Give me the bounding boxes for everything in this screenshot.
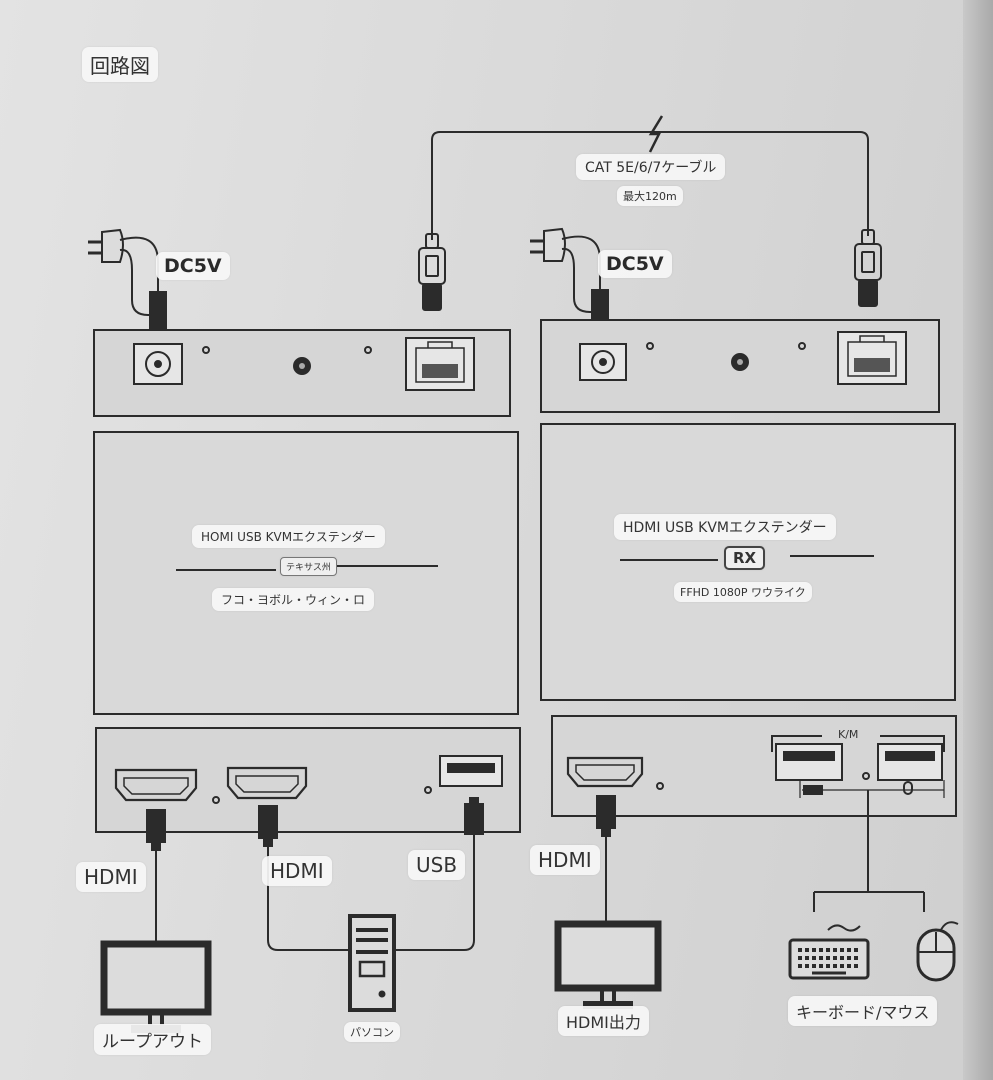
computer-icon <box>348 914 396 1012</box>
tx-power-label: DC5V <box>156 252 230 280</box>
keyboard-icon <box>803 785 823 795</box>
tx-hdmi-out-label: HDMI <box>76 862 146 892</box>
cable-max-length: 最大120m <box>617 186 683 206</box>
hdmi-port <box>566 756 644 788</box>
cat-cable <box>431 131 869 240</box>
power-adapter-icon <box>530 227 609 337</box>
rx-product-name: HDMI USB KVMエクステンダー <box>614 514 836 540</box>
tx-usb-label: USB <box>408 850 466 880</box>
dc-jack <box>133 343 183 385</box>
usb-port <box>439 755 503 787</box>
keyboard-icon <box>788 924 870 980</box>
mouse-icon <box>903 781 913 795</box>
usb-port <box>877 743 943 781</box>
monitor-icon <box>554 920 662 1009</box>
lightning-icon <box>648 115 664 153</box>
computer-label: パソコン <box>344 1022 400 1042</box>
power-adapter-icon <box>88 228 167 339</box>
rj45-port <box>837 331 907 385</box>
tx-hdmi-in-label: HDMI <box>262 856 332 886</box>
tx-tag: テキサス州 <box>280 557 337 576</box>
rx-power-label: DC5V <box>598 250 672 278</box>
km-label: K/M <box>838 728 859 741</box>
rx-hdmi-label: HDMI <box>530 845 600 875</box>
mouse-icon <box>916 921 959 982</box>
rj45-plug-icon <box>854 229 882 307</box>
usb-port <box>775 743 843 781</box>
loopout-label: ループアウト <box>94 1024 211 1055</box>
cable-label: CAT 5E/6/7ケーブル <box>576 154 726 180</box>
page-title: 回路図 <box>82 47 158 82</box>
hdmi-port <box>226 766 308 800</box>
tx-product-name: HOMI USB KVMエクステンダー <box>192 525 385 548</box>
hdmi-output-label: HDMI出力 <box>558 1006 649 1036</box>
km-bracket <box>771 735 945 752</box>
keyboard-mouse-label: キーボード/マウス <box>788 996 938 1026</box>
rj45-port <box>405 337 475 391</box>
rj45-plug-icon <box>418 233 446 311</box>
rx-subtitle: FFHD 1080P ワウライク <box>674 582 812 602</box>
hdmi-port <box>114 768 198 802</box>
tx-subtitle: フコ・ヨボル・ウィン・ロ <box>212 588 375 611</box>
rx-badge: RX <box>724 546 766 570</box>
monitor-icon <box>100 940 212 1033</box>
